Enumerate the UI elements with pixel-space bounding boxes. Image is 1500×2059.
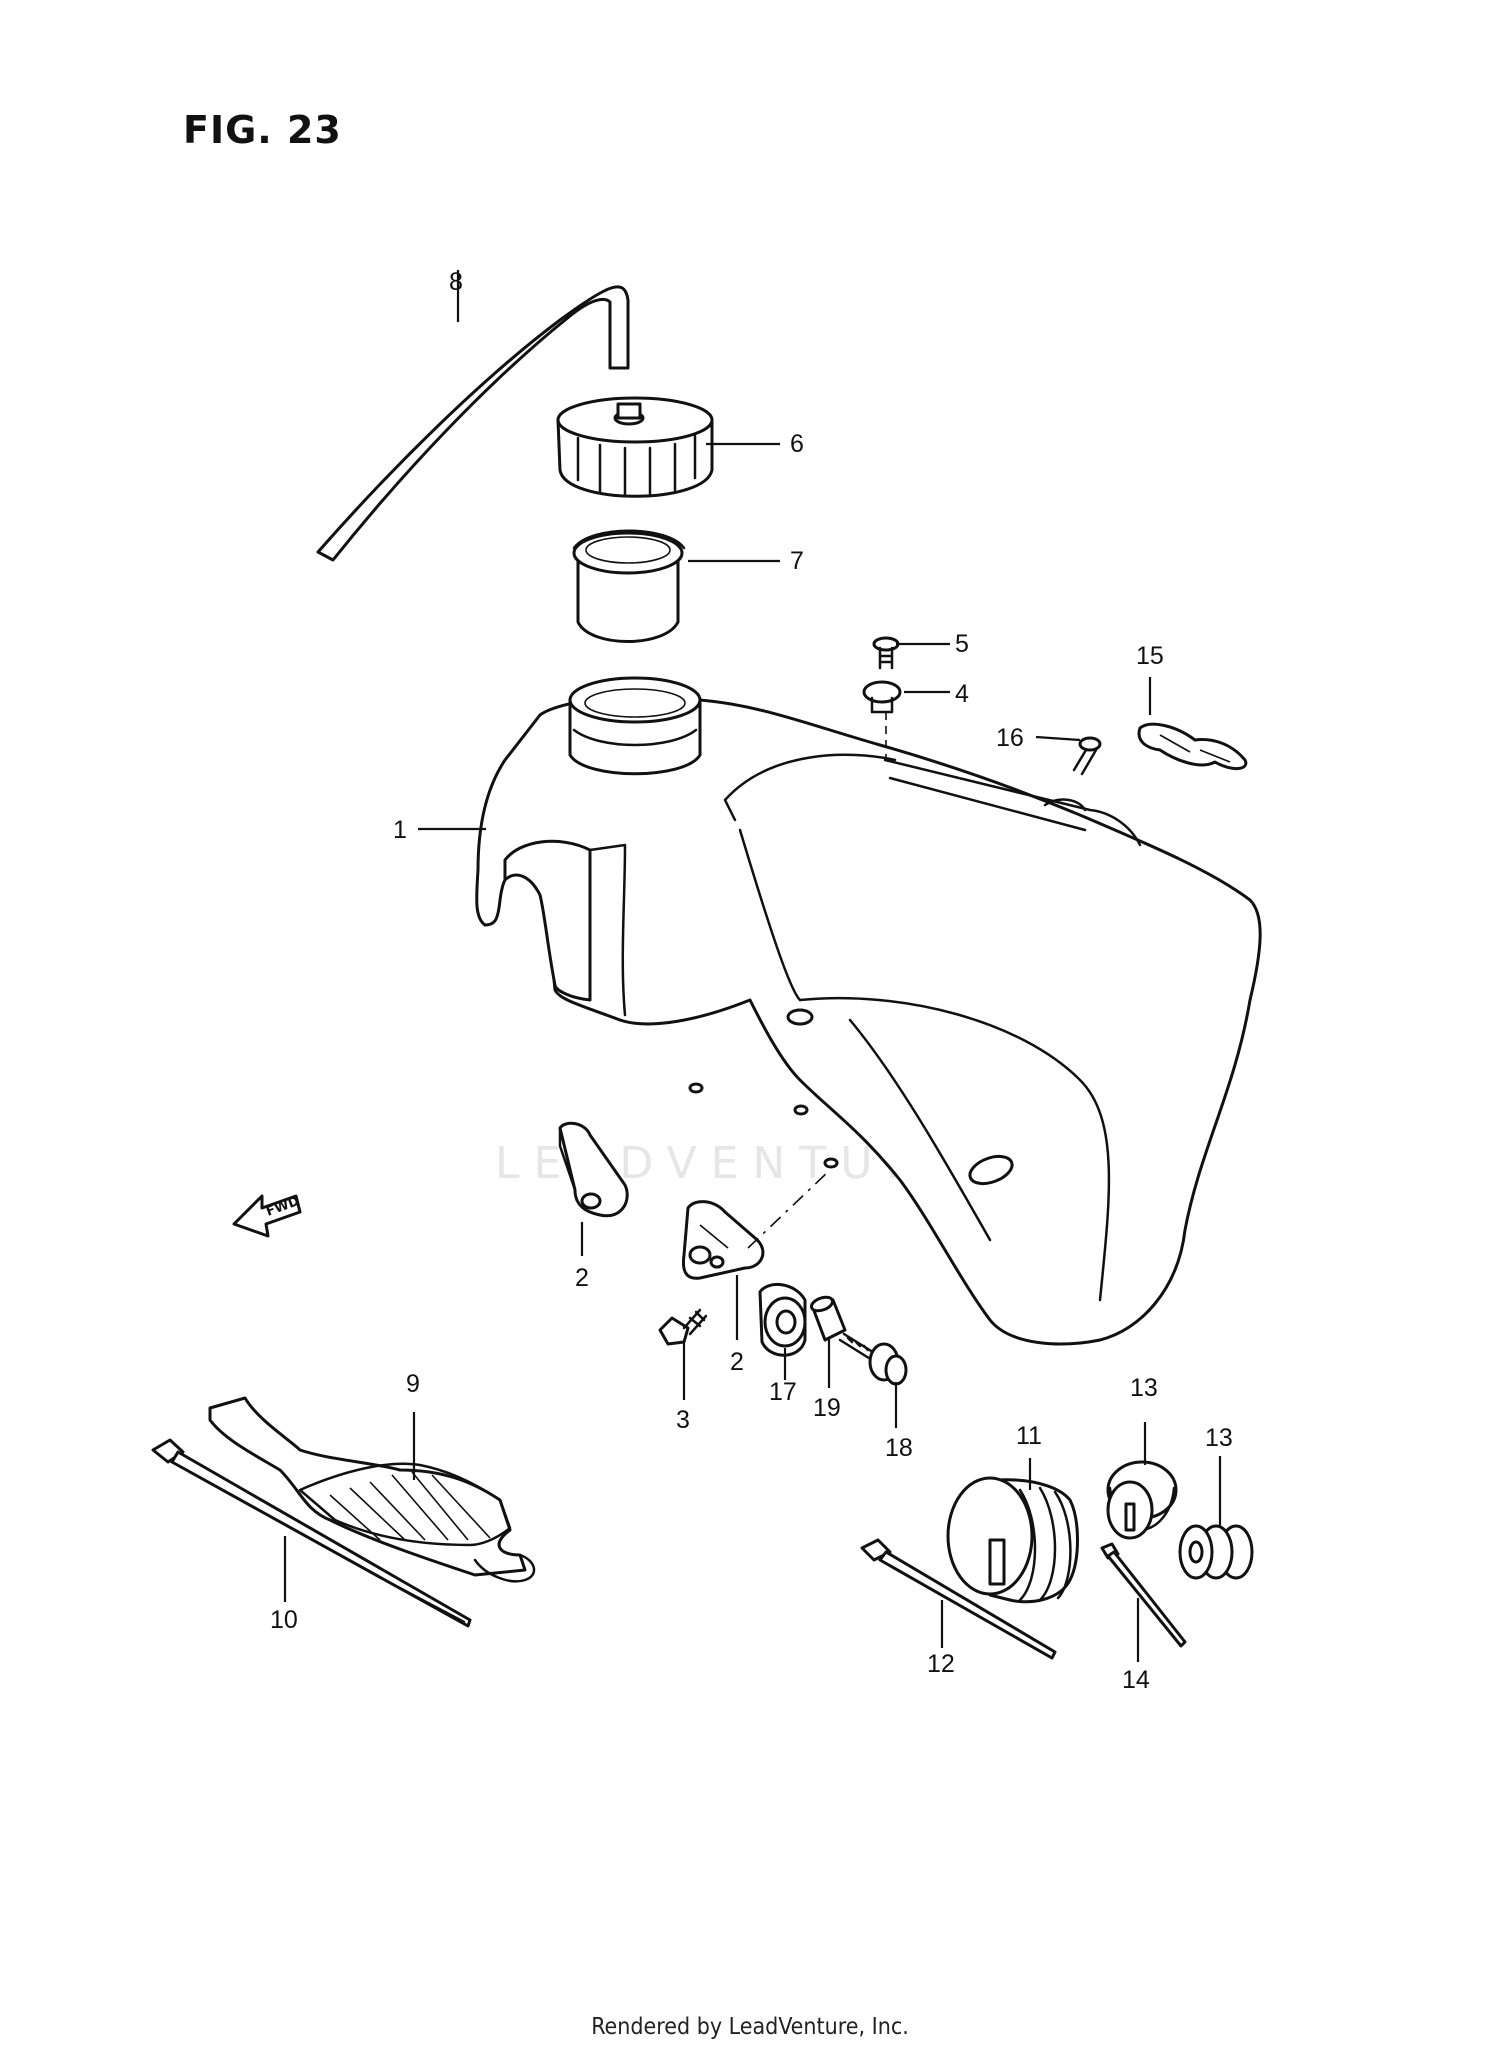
leader-lines bbox=[283, 270, 1222, 1662]
callout-19: 19 bbox=[813, 1394, 841, 1422]
callout-2-lower: 2 bbox=[730, 1348, 744, 1376]
part-9-heat-guard[interactable] bbox=[208, 1396, 536, 1583]
part-12-cable-tie[interactable] bbox=[860, 1538, 1057, 1660]
part-13-grommet-a[interactable] bbox=[1106, 1460, 1178, 1540]
callout-17: 17 bbox=[769, 1378, 797, 1406]
part-19-collar[interactable] bbox=[809, 1295, 847, 1342]
part-17-cushion[interactable] bbox=[758, 1283, 807, 1357]
callout-14: 14 bbox=[1122, 1666, 1150, 1694]
part-11-grommet[interactable] bbox=[946, 1476, 1079, 1604]
callout-13-a: 13 bbox=[1130, 1374, 1158, 1402]
part-4-collar[interactable] bbox=[862, 680, 902, 714]
part-16-screw[interactable] bbox=[1072, 736, 1102, 776]
part-2-bracket-lower[interactable] bbox=[681, 1200, 765, 1280]
callout-16: 16 bbox=[996, 724, 1024, 752]
callout-9: 9 bbox=[406, 1370, 420, 1398]
callout-15: 15 bbox=[1136, 642, 1164, 670]
part-3-bolt[interactable] bbox=[658, 1308, 708, 1346]
part-5-bolt[interactable] bbox=[872, 636, 900, 670]
callout-4: 4 bbox=[955, 680, 969, 708]
callout-7: 7 bbox=[790, 547, 804, 575]
callout-10: 10 bbox=[270, 1606, 298, 1634]
part-7-filter[interactable] bbox=[572, 529, 686, 643]
part-14-cable-tie[interactable] bbox=[1100, 1542, 1187, 1648]
callout-1: 1 bbox=[393, 816, 407, 844]
callout-5: 5 bbox=[955, 630, 969, 658]
callout-3: 3 bbox=[676, 1406, 690, 1434]
callout-6: 6 bbox=[790, 430, 804, 458]
part-1-fuel-tank[interactable] bbox=[475, 694, 1262, 1346]
callout-8: 8 bbox=[449, 268, 463, 296]
part-8-breather-hose[interactable] bbox=[316, 285, 630, 562]
part-10-cable-tie[interactable] bbox=[151, 1438, 472, 1628]
callout-2-upper: 2 bbox=[575, 1264, 589, 1292]
part-6-fuel-cap[interactable] bbox=[556, 396, 714, 498]
footer-credit: Rendered by LeadVenture, Inc. bbox=[591, 2014, 909, 2040]
callout-18: 18 bbox=[885, 1434, 913, 1462]
callout-12: 12 bbox=[927, 1650, 955, 1678]
forward-arrow-icon: FWD bbox=[232, 1194, 302, 1238]
callout-11: 11 bbox=[1016, 1422, 1042, 1450]
part-13-grommet-b[interactable] bbox=[1178, 1524, 1254, 1580]
part-2-bracket-upper[interactable] bbox=[558, 1121, 629, 1218]
tank-filler-neck bbox=[568, 676, 702, 776]
callout-13-b: 13 bbox=[1205, 1424, 1233, 1452]
part-15-clip[interactable] bbox=[1137, 722, 1248, 770]
part-18-bolt[interactable] bbox=[838, 1332, 908, 1386]
figure-title: FIG. 23 bbox=[183, 108, 342, 152]
